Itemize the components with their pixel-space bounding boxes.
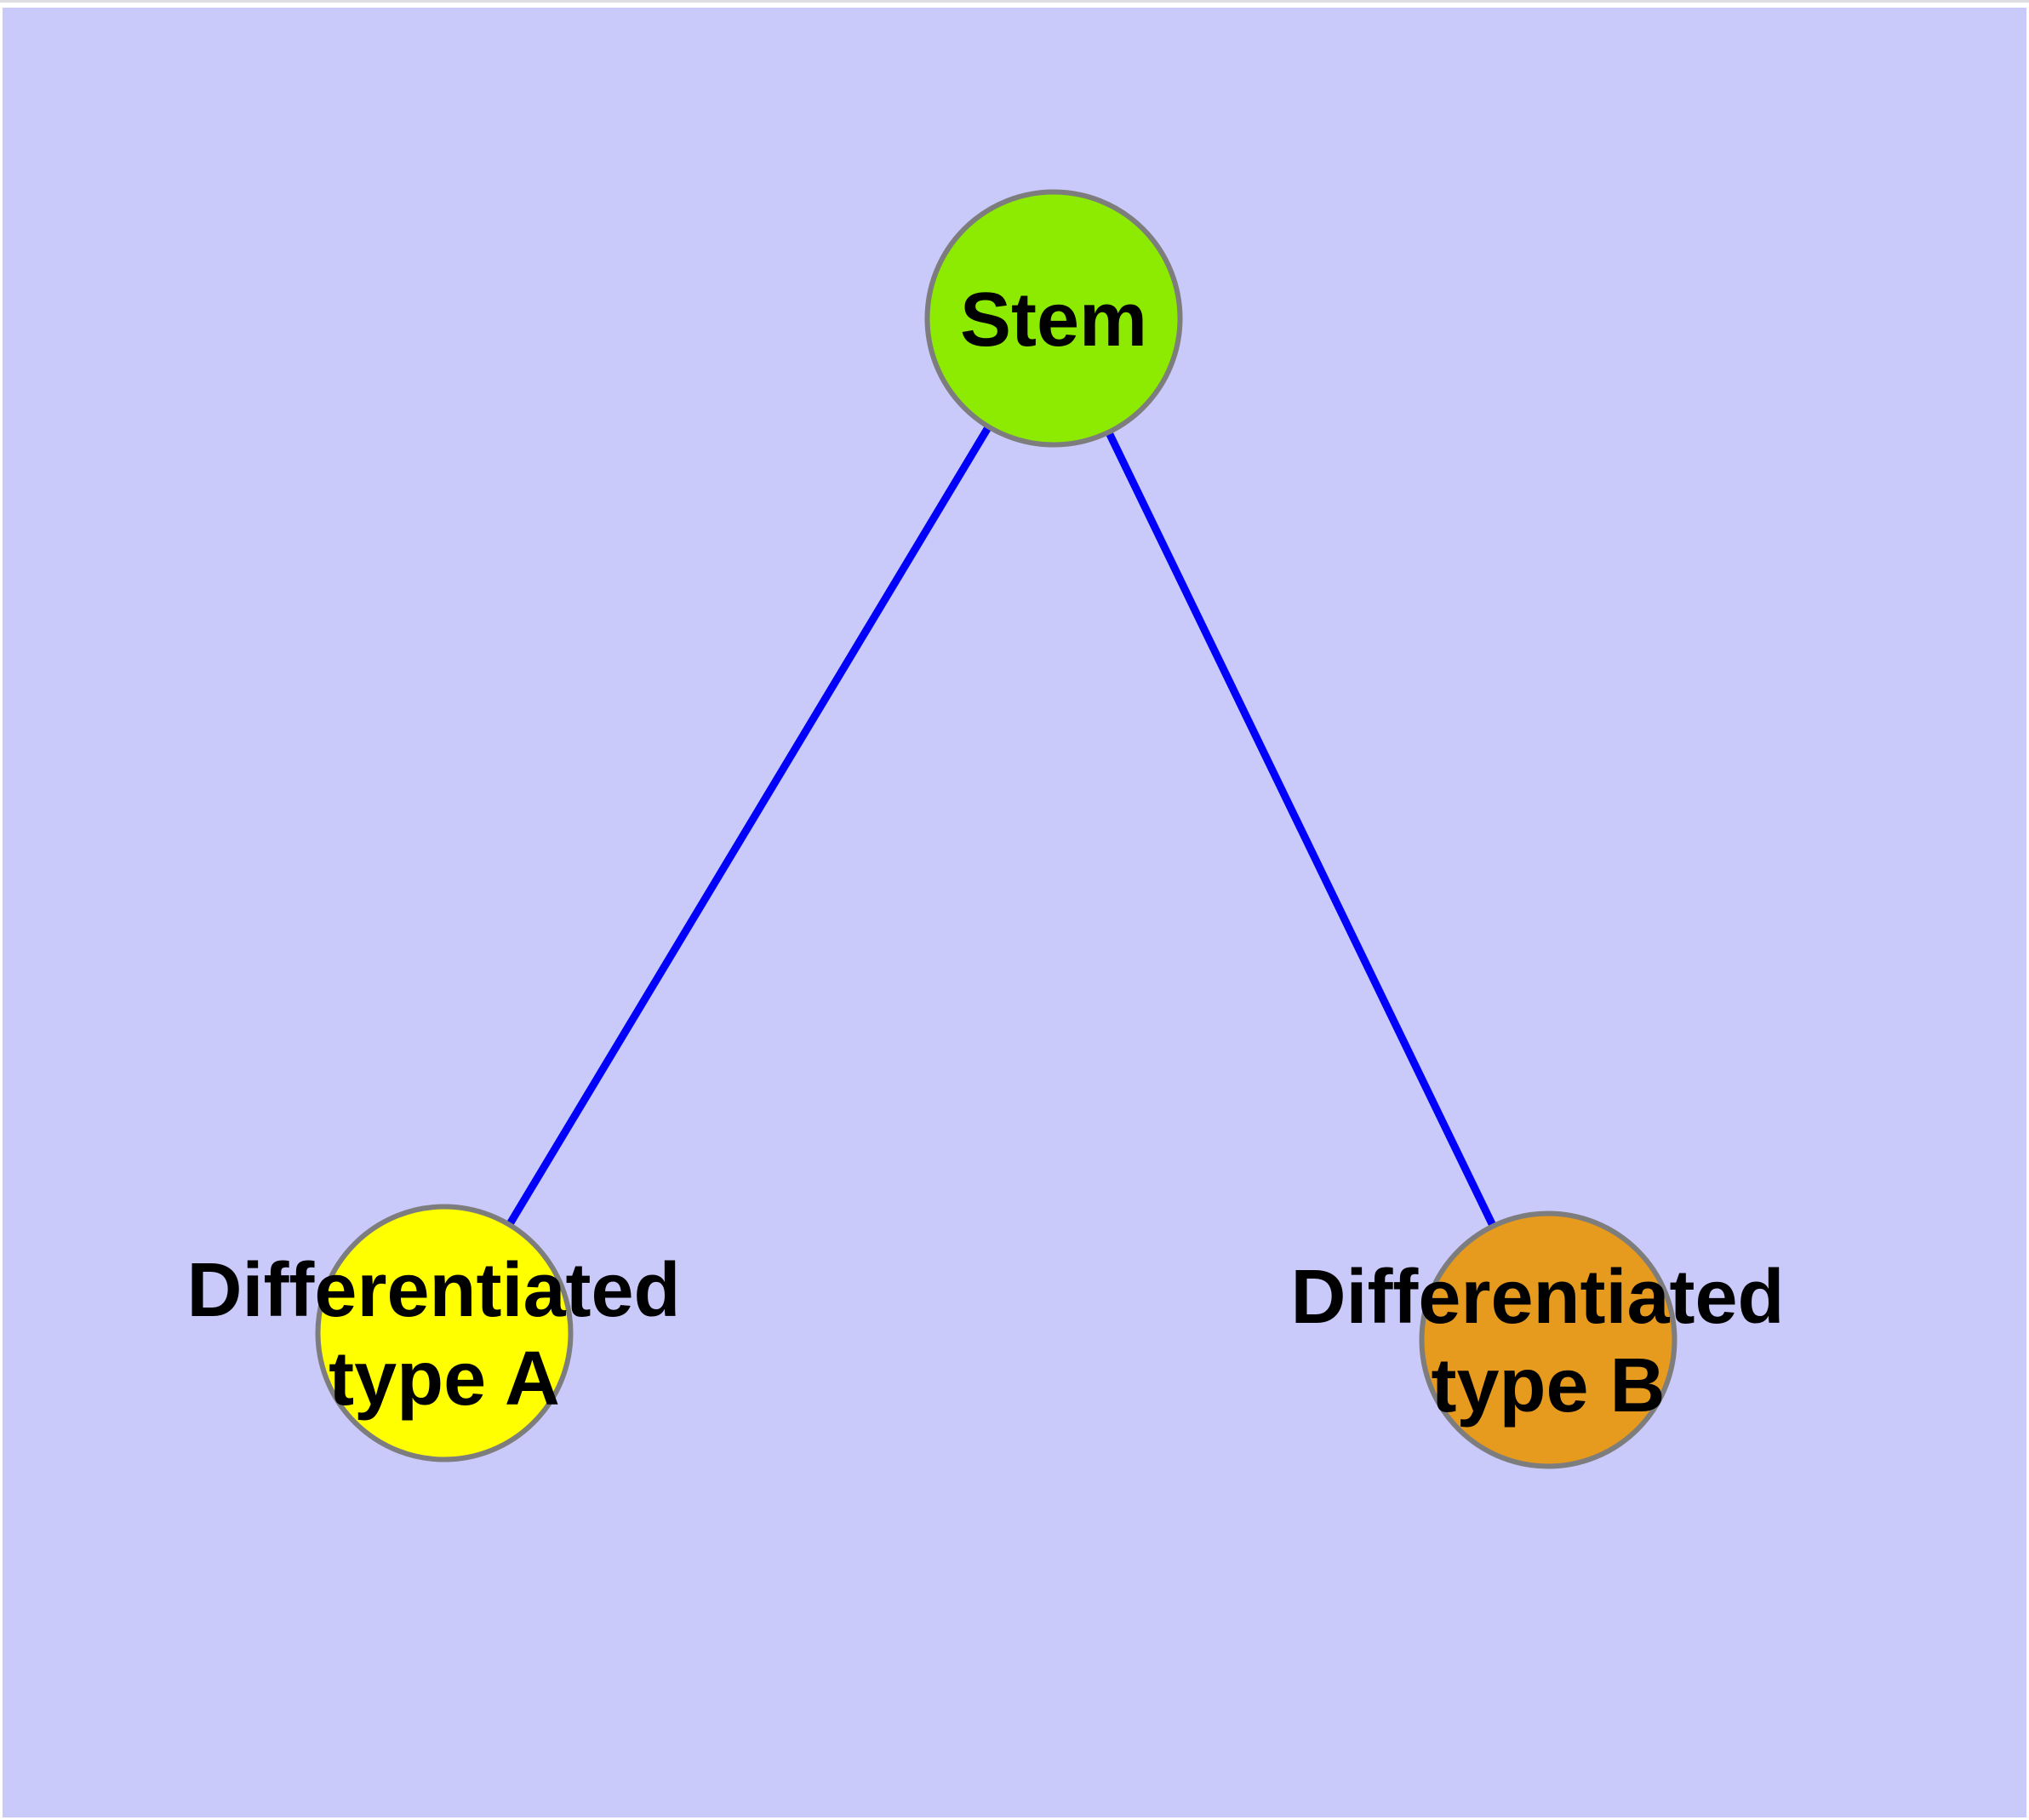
node-differentiated-type-a bbox=[315, 1204, 574, 1462]
node-stem-label: Stem bbox=[960, 278, 1147, 363]
edge-stem-to-type-b bbox=[1049, 317, 1552, 1342]
node-stem bbox=[924, 189, 1183, 448]
top-hairline bbox=[0, 0, 2029, 3]
node-type-a-label-line2: type A bbox=[329, 1336, 560, 1422]
node-type-b-label-line1: Differentiated bbox=[1290, 1255, 1784, 1340]
edge-stem-to-type-a bbox=[441, 316, 1057, 1336]
node-type-b-label: Differentiated type B bbox=[1290, 1255, 1805, 1428]
node-type-b-label-line2: type B bbox=[1431, 1343, 1665, 1428]
node-type-a-label-line1: Differentiated bbox=[186, 1248, 680, 1333]
node-type-a-label: Differentiated type A bbox=[186, 1248, 701, 1422]
node-differentiated-type-b bbox=[1419, 1210, 1677, 1469]
